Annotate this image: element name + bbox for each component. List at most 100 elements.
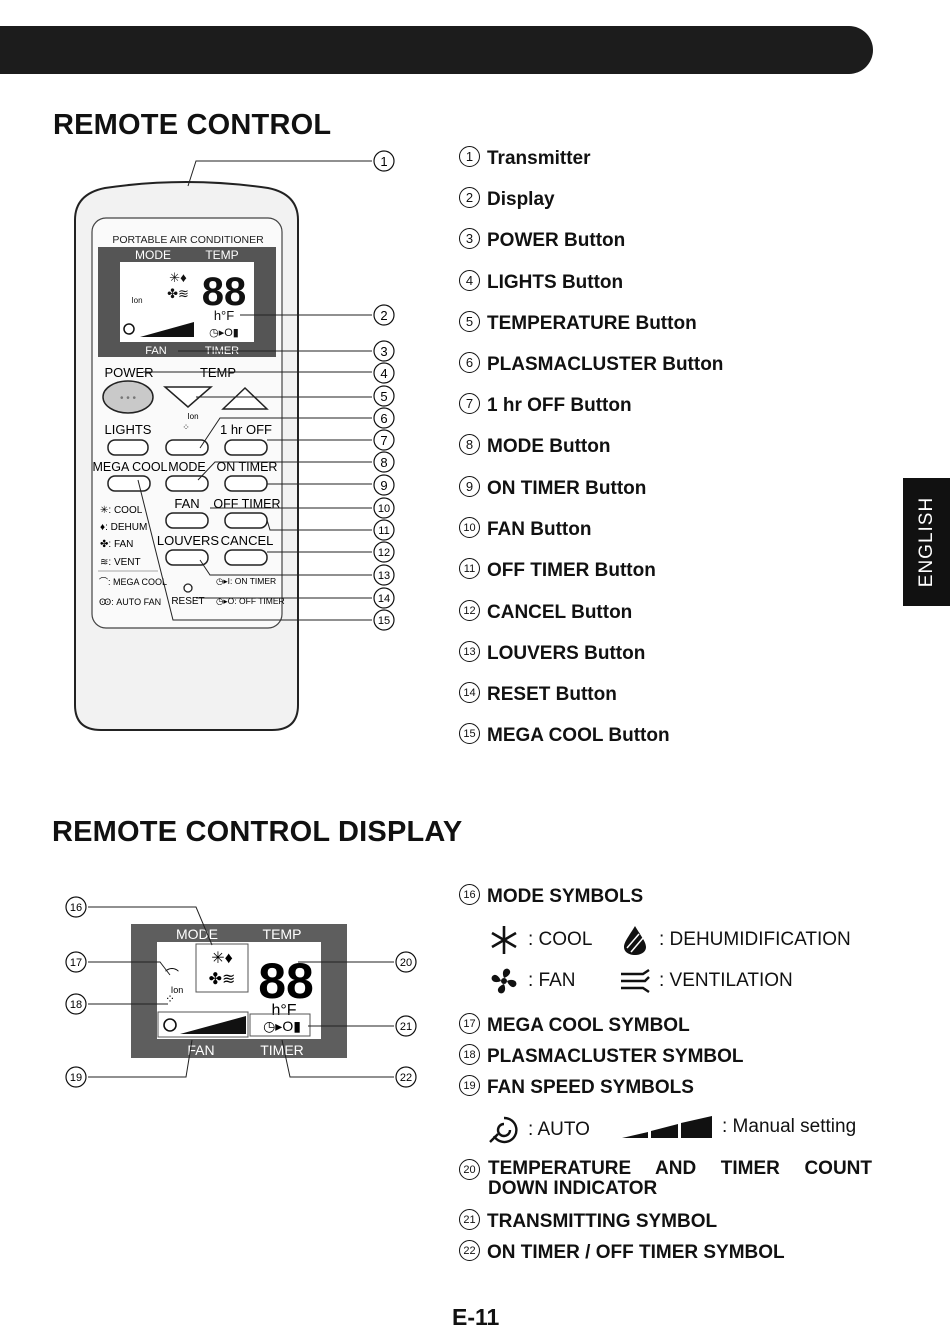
- remote-legend-dehum: ♦: DEHUM: [100, 522, 147, 533]
- remote-legend-fan: ✤: FAN: [100, 539, 133, 550]
- item-number: 9: [459, 476, 480, 498]
- symbol-auto-label: : AUTO: [528, 1119, 590, 1140]
- remote-mode-label: MODE: [168, 460, 206, 474]
- item-label: MEGA COOL SYMBOL: [487, 1015, 690, 1036]
- item-number: 2: [459, 187, 480, 209]
- remote-legend-vent: ≋: VENT: [100, 557, 141, 568]
- item-label-line2: DOWN INDICATOR: [488, 1178, 658, 1199]
- language-tab: ENGLISH: [903, 478, 950, 606]
- remote-plasma-ion-label: Ion: [187, 412, 198, 421]
- callout-7: 7: [380, 433, 387, 448]
- callout-3: 3: [380, 344, 387, 359]
- remote-1hroff-button[interactable]: [224, 439, 268, 456]
- symbol-manual: : Manual setting: [620, 1114, 856, 1140]
- list-item: 9 ON TIMER Button: [459, 476, 647, 500]
- list-item: 7 1 hr OFF Button: [459, 393, 632, 417]
- display-ion: Ion: [171, 985, 184, 995]
- item-label: MEGA COOL Button: [487, 725, 670, 746]
- list-item: 20 TEMPERATURE AND TIMER COUNT DOWN INDI…: [459, 1159, 872, 1199]
- remote-cancel-button[interactable]: [224, 549, 268, 566]
- item-number: 11: [459, 558, 480, 580]
- remote-ontimer-button[interactable]: [224, 475, 268, 492]
- symbol-manual-label: : Manual setting: [722, 1116, 857, 1137]
- item-number: 22: [459, 1240, 480, 1262]
- remote-reset-button[interactable]: [183, 583, 193, 593]
- symbol-ventilation-label: : VENTILATION: [659, 970, 793, 991]
- remote-legend-mega: ⌒: MEGA COOL: [99, 577, 167, 587]
- fan-speed-bars-icon: [622, 1116, 712, 1138]
- display-timer-icons: ◷▸O▮: [263, 1018, 301, 1034]
- symbol-dehumidification-label: : DEHUMIDIFICATION: [659, 929, 851, 950]
- remote-lcd-mode-icons: ✳♦: [169, 270, 187, 285]
- remote-fan-button[interactable]: [165, 512, 209, 529]
- item-number: 10: [459, 517, 480, 539]
- remote-lcd-fan-icons: ✤≋: [167, 286, 189, 301]
- list-item: 14 RESET Button: [459, 682, 617, 706]
- remote-temp-up-button[interactable]: [221, 386, 269, 410]
- snowflake-icon: [491, 926, 517, 954]
- item-number: 7: [459, 393, 480, 415]
- remote-lcd-temp-label: TEMP: [205, 248, 238, 262]
- remote-louvers-button[interactable]: [165, 549, 209, 566]
- callout-18: 18: [70, 999, 82, 1011]
- remote-megacool-button[interactable]: [107, 475, 151, 492]
- item-number: 14: [459, 682, 480, 704]
- display-temp-label: TEMP: [263, 926, 302, 942]
- callout-14: 14: [378, 593, 390, 605]
- display-timer-label: TIMER: [260, 1042, 304, 1058]
- remote-mode-button[interactable]: [165, 475, 209, 492]
- remote-power-button[interactable]: [102, 380, 154, 414]
- item-number: 17: [459, 1013, 480, 1035]
- item-label: FAN Button: [487, 519, 592, 540]
- item-label: Display: [487, 189, 555, 210]
- callout-16: 16: [70, 902, 82, 914]
- remote-offtimer-button[interactable]: [224, 512, 268, 529]
- item-label: OFF TIMER Button: [487, 560, 656, 581]
- callout-19: 19: [70, 1072, 82, 1084]
- symbol-dehumidification: : DEHUMIDIFICATION: [619, 924, 851, 956]
- remote-cancel-label: CANCEL: [221, 533, 274, 548]
- list-item: 10 FAN Button: [459, 517, 592, 541]
- item-number: 18: [459, 1044, 480, 1066]
- item-number: 20: [459, 1159, 480, 1180]
- display-leader-lines: [88, 906, 394, 1078]
- item-number: 12: [459, 600, 480, 622]
- item-label: CANCEL Button: [487, 602, 633, 623]
- item-label: 1 hr OFF Button: [487, 395, 632, 416]
- symbol-fan-label: : FAN: [528, 970, 576, 991]
- display-digits: 88: [258, 953, 314, 1009]
- remote-legend-auto: Ꙭ: AUTO FAN: [99, 597, 161, 607]
- remote-offtimer-label: OFF TIMER: [213, 497, 280, 511]
- remote-ontimer-label: ON TIMER: [217, 460, 278, 474]
- fan-icon: [491, 968, 517, 994]
- item-number: 8: [459, 434, 480, 456]
- list-item: 11 OFF TIMER Button: [459, 558, 656, 582]
- item-label: PLASMACLUSTER SYMBOL: [487, 1046, 744, 1067]
- remote-megacool-label: MEGA COOL: [92, 460, 167, 474]
- remote-lcd-mode-label: MODE: [135, 248, 171, 262]
- remote-plasmacluster-button[interactable]: [165, 439, 209, 456]
- item-label: Transmitter: [487, 148, 591, 169]
- callout-6: 6: [380, 411, 387, 426]
- remote-legend-off: ◷▸O: OFF TIMER: [216, 596, 285, 606]
- symbol-cool: : COOL: [488, 924, 592, 956]
- remote-lcd-fan-label: FAN: [145, 345, 166, 357]
- list-item: 17 MEGA COOL SYMBOL: [459, 1013, 690, 1037]
- remote-lights-button[interactable]: [107, 439, 149, 456]
- item-number: 1: [459, 146, 480, 168]
- remote-power-label: POWER: [104, 365, 153, 380]
- item-label: ON TIMER Button: [487, 478, 647, 499]
- display-callout-numbers: 16 17 18 19 20 21 22: [65, 896, 417, 1088]
- symbol-auto: : AUTO: [488, 1114, 590, 1146]
- item-label: RESET Button: [487, 684, 617, 705]
- item-number: 3: [459, 228, 480, 250]
- item-number: 21: [459, 1209, 480, 1231]
